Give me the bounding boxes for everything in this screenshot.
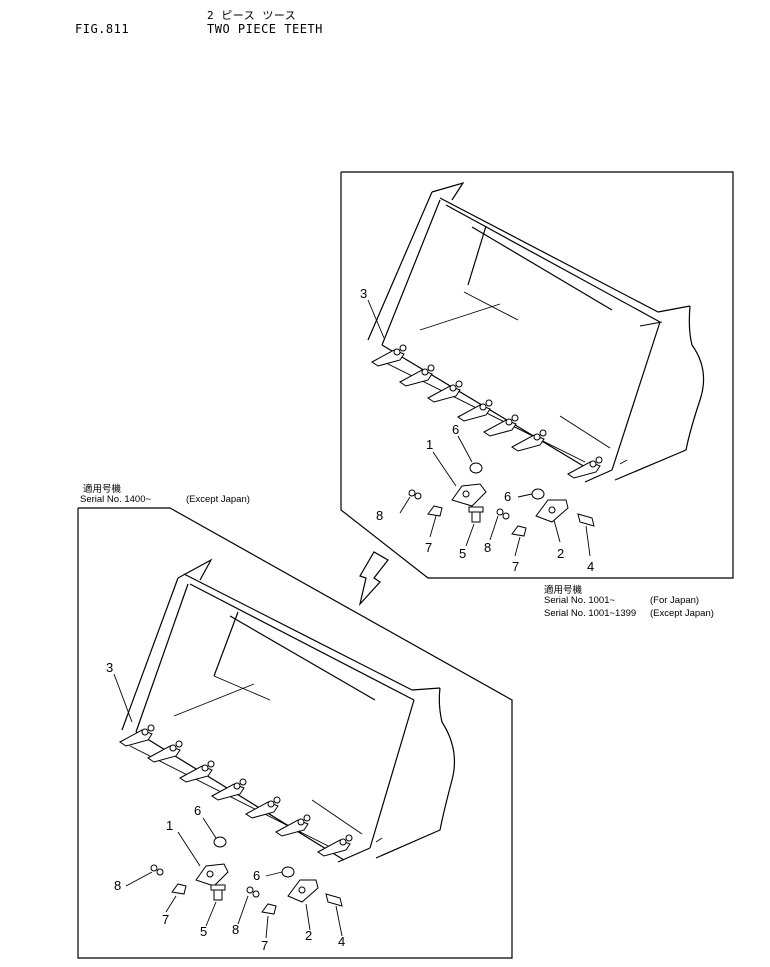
lower-exploded-parts [150,836,343,915]
washer-part-8 [408,489,416,497]
callout-8-lower: 8 [114,878,122,893]
callout-6b-lower: 6 [253,868,261,883]
upper-note-2: (Except Japan) [650,608,714,619]
lower-bucket [121,558,455,863]
callout-7b-lower: 7 [261,938,269,953]
lower-serial: Serial No. 1400~ [80,494,152,505]
upper-leader-lines [367,299,591,557]
washer-part-8b [496,508,504,516]
figure-label: FIG.811 [75,22,130,36]
bolt-part-4 [577,513,595,527]
nut-part-6-lower [213,836,227,848]
callout-4-lower: 4 [338,934,346,949]
washer-part-8b-lower [246,886,254,894]
upper-teeth-row [371,344,603,479]
nut-part-6 [469,462,483,474]
bolt-part-4-lower [325,893,343,907]
callout-8b-upper: 8 [484,540,492,555]
callout-1-upper: 1 [426,437,434,452]
pin-part-7 [427,505,443,517]
upper-exploded-parts [408,462,595,537]
upper-caption-jp: 適用号機 [544,585,583,596]
callout-3-lower: 3 [106,660,114,675]
lower-panel [77,507,513,959]
callout-7-upper: 7 [425,540,433,555]
upper-panel [340,171,734,579]
lower-note: (Except Japan) [186,494,250,505]
upper-note-1: (For Japan) [650,595,700,606]
pin-part-7b [511,525,527,537]
washer-part-8-lower [150,864,158,872]
callout-8b-lower: 8 [232,922,240,937]
upper-bucket [367,181,705,483]
lower-teeth-row [119,724,353,857]
callout-2-lower: 2 [305,928,313,943]
callout-7-lower: 7 [162,912,170,927]
callout-3-upper: 3 [360,286,368,301]
pin-part-7-lower [171,883,187,895]
lower-caption-jp: 適用号機 [83,484,122,495]
lower-leader-lines [113,673,343,939]
transition-arrow [358,551,389,607]
callout-4-upper: 4 [587,559,595,574]
callout-1-lower: 1 [166,818,174,833]
nut-part-6b [531,488,545,500]
title-japanese: 2 ピース ツース [207,9,297,22]
callout-6-upper: 6 [452,422,460,437]
callout-2-upper: 2 [557,546,565,561]
pin-part-7b-lower [261,903,277,915]
title-english: TWO PIECE TEETH [207,22,323,36]
callout-8-upper: 8 [376,508,384,523]
callout-5-upper: 5 [459,546,467,561]
callout-7b-upper: 7 [512,559,520,574]
upper-serial-1: Serial No. 1001~ [544,595,616,606]
lower-panel-frame [77,507,513,959]
callout-6b-upper: 6 [504,489,512,504]
callout-6-lower: 6 [194,803,202,818]
upper-panel-frame [340,171,734,579]
callout-5-lower: 5 [200,924,208,939]
nut-part-6b-lower [281,866,295,878]
upper-serial-2: Serial No. 1001~1399 [544,608,637,619]
